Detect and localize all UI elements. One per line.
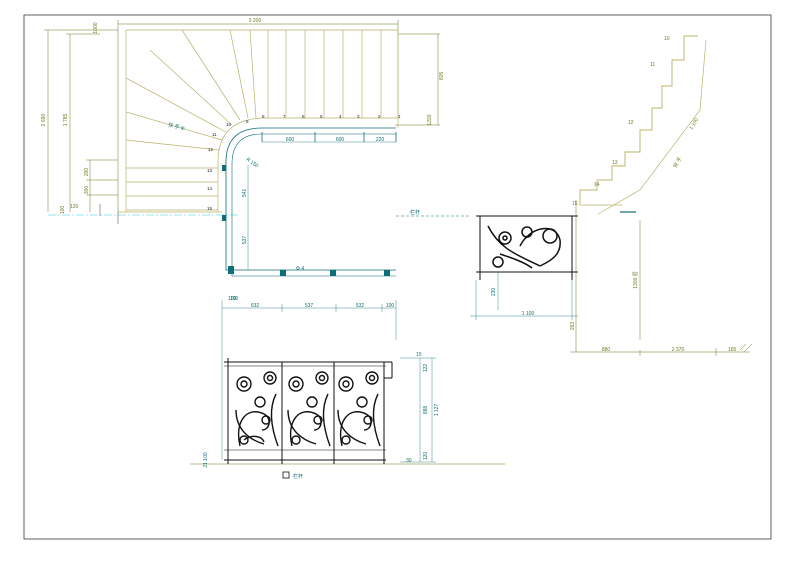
dim-height-mid: 888: [423, 406, 429, 415]
section-step-11: 11: [650, 62, 655, 68]
plan-step-11: 11: [212, 132, 217, 137]
dim-seg-a: 632: [251, 303, 260, 309]
dim-right-small: 1220: [427, 114, 433, 125]
railing-detail: 栏杆 1 100 230: [396, 209, 578, 320]
dim-bottom-a: 600: [286, 137, 295, 143]
rail-label-lower: Φ 4: [296, 266, 304, 272]
handrail-plan: [225, 127, 396, 271]
dim-left-b: 300: [84, 186, 90, 195]
dim-seg-c: 532: [356, 303, 365, 309]
detail-height: 230: [491, 288, 497, 297]
railing-elevation: 632 537 532 100 100 1 127 888 15 122 120…: [190, 296, 505, 480]
dim-run-b: 537: [242, 236, 248, 245]
section-steps: [579, 35, 698, 205]
iron-scroll-panel: [235, 371, 381, 447]
section-step-14: 14: [594, 182, 600, 188]
section-rail-note-2: 1 100: [689, 117, 701, 131]
dim-seg-b: 537: [305, 303, 314, 309]
plan-step-14: 14: [207, 186, 213, 191]
plan-step-6: 6: [302, 114, 305, 119]
dim-height-total: 1 127: [434, 404, 440, 417]
dim-bottom-c: 220: [376, 137, 385, 143]
plan-step-9: 9: [246, 119, 249, 124]
dim-run-a: 541: [242, 189, 248, 198]
rail-label-corner: R 150: [245, 157, 260, 170]
plan-step-3: 3: [357, 114, 360, 119]
dim-total-height: 2 690: [41, 114, 47, 127]
section-step-15: 15: [572, 201, 578, 207]
section-base-a: 880: [602, 347, 611, 353]
section-base-c: 165: [728, 347, 737, 353]
dim-width-bottom: 100: [230, 296, 239, 302]
section-vertical: 1300 层: [633, 271, 639, 289]
elevation-caption: 栏杆: [293, 473, 303, 480]
dim-total-width: 3 200: [249, 18, 262, 24]
dim-right-base: 30: [406, 458, 412, 464]
section-base-b: 2 370: [672, 347, 685, 353]
plan-step-15: 15: [207, 206, 213, 211]
section-rail-note: 扶 手: [672, 156, 684, 169]
dim-left-a: 200: [84, 168, 90, 177]
dim-top-b: 122: [423, 364, 429, 373]
rail-label-upper: 扶 手 Φ: [167, 121, 185, 132]
dim-bottom-b: 600: [336, 137, 345, 143]
section-step-10: 10: [664, 36, 670, 42]
detail-label: 栏杆: [410, 209, 420, 216]
plan-step-10: 10: [226, 122, 232, 127]
dim-left-lead: 100: [228, 296, 237, 302]
sheet-border: [23, 14, 772, 540]
dim-right-side: 605: [439, 72, 445, 81]
plan-step-12: 12: [208, 147, 214, 152]
plan-step-8: 8: [262, 114, 265, 119]
dim-bottom-small: 120: [423, 452, 429, 461]
plan-step-5: 5: [320, 114, 323, 119]
plan-step-1: 1: [398, 114, 401, 119]
dim-left-top-box: 1000: [93, 22, 99, 33]
dim-left-c: 100: [60, 206, 66, 215]
detail-width: 1 100: [522, 311, 535, 317]
plan-step-7: 7: [283, 114, 286, 119]
section-low: 263: [570, 322, 576, 331]
section-step-12: 12: [628, 120, 634, 126]
dim-left-inner: 1 785: [63, 114, 69, 127]
dim-left-height: 21 100: [203, 452, 209, 468]
dim-top-small: 15: [416, 352, 422, 358]
dim-left-d: 120: [70, 204, 79, 210]
dim-seg-d: 100: [386, 303, 395, 309]
section-step-13: 13: [612, 160, 618, 166]
stair-plan: 3 200 2 690 1 785 1000 605 1220 200 300 …: [41, 18, 445, 302]
plan-step-4: 4: [339, 114, 342, 119]
plan-step-13: 13: [207, 168, 213, 173]
plan-step-2: 2: [378, 114, 381, 119]
stair-section: 10 11 12 13 14 15 880 2 370 165 1300 层 2…: [570, 35, 753, 356]
